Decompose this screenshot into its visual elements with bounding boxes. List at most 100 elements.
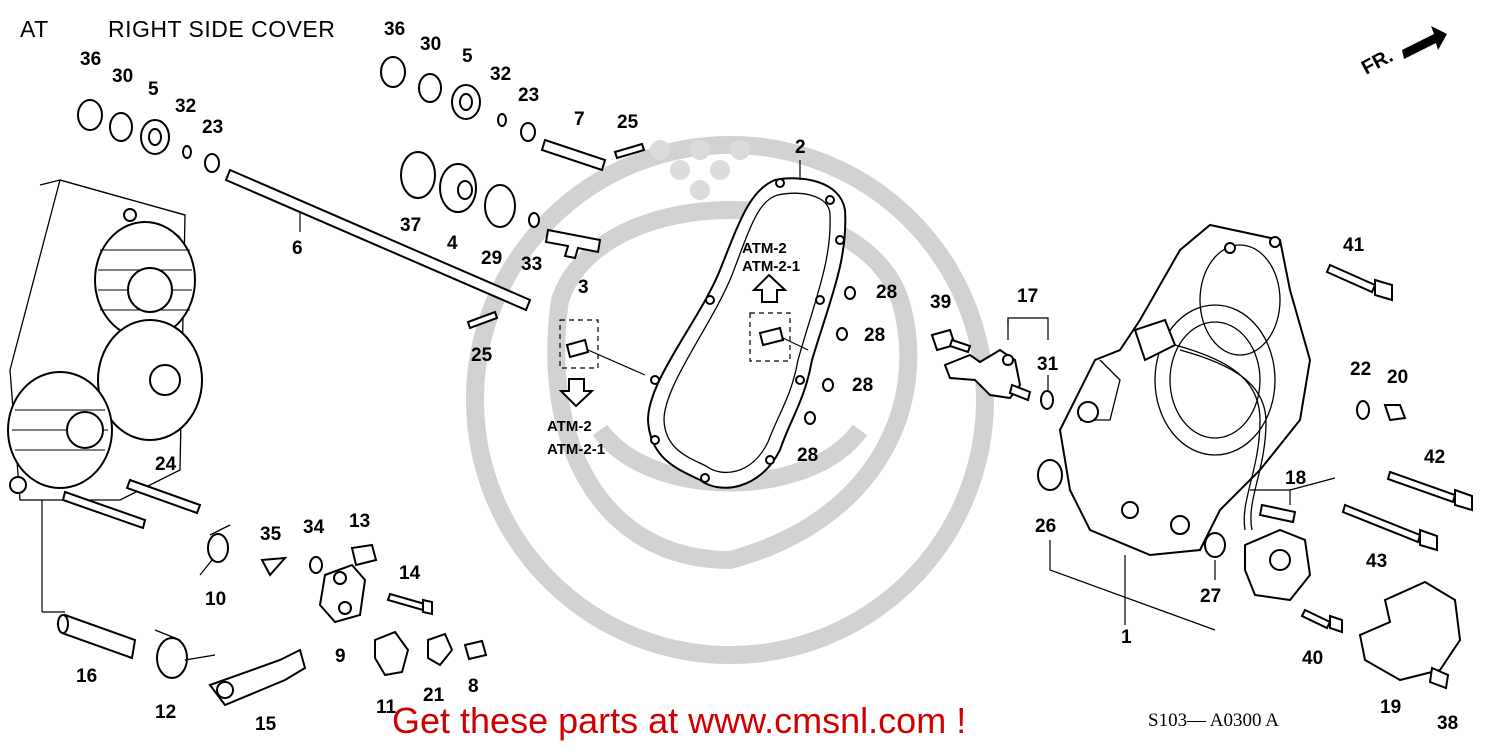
callout-8: 8	[468, 676, 479, 697]
atm-labels-upper: ATM-2 ATM-2-1	[742, 240, 800, 275]
callout-30b: 30	[420, 34, 441, 55]
part-bearing-5-mid	[451, 84, 481, 120]
callout-25a: 25	[617, 112, 639, 133]
callout-26: 26	[1035, 516, 1056, 537]
callout-20: 20	[1387, 367, 1408, 388]
part-sensor-17	[943, 348, 1032, 402]
part-spring-35	[260, 556, 288, 577]
diagram-title: RIGHT SIDE COVER	[108, 16, 336, 42]
callout-24: 24	[155, 454, 177, 475]
part-plate-3	[544, 228, 602, 260]
part-pulser-sensor	[1244, 528, 1312, 602]
diagram-reference-code: S103— A0300 A	[1148, 710, 1279, 731]
dowel-pin-right	[749, 273, 809, 362]
callout-34: 34	[303, 517, 325, 538]
part-snap-ring-36-mid	[380, 56, 406, 88]
callout-39: 39	[930, 292, 951, 313]
callout-10: 10	[205, 589, 226, 610]
callout-15: 15	[255, 714, 277, 735]
callout-36a: 36	[80, 49, 101, 70]
part-snap-ring-36-left	[77, 99, 103, 131]
part-washer-22	[1356, 400, 1370, 420]
callout-numbers: 36 30 5 32 23 36 30 5 32 23 7 25 2 6 37 …	[76, 19, 1458, 735]
part-lever-9	[318, 563, 367, 624]
callout-14: 14	[399, 563, 421, 584]
part-bolt-8	[463, 639, 488, 661]
callout-33: 33	[521, 254, 542, 275]
callout-36b: 36	[384, 19, 405, 40]
part-bolt-20	[1383, 404, 1407, 422]
part-washer-34	[309, 556, 323, 574]
callout-27: 27	[1200, 586, 1221, 607]
part-snap-ring-37	[400, 151, 436, 199]
part-washer-28-b	[836, 327, 848, 341]
transmission-case	[7, 179, 203, 501]
part-washer-32-left	[182, 145, 192, 159]
callout-6: 6	[292, 238, 303, 259]
part-o-ring-29	[484, 184, 516, 228]
callout-5a: 5	[148, 79, 159, 100]
part-washer-28-c	[822, 378, 834, 392]
diagram-code: AT	[20, 16, 49, 42]
callout-23a: 23	[202, 117, 223, 138]
callout-9: 9	[335, 646, 346, 667]
callout-3: 3	[578, 277, 589, 298]
callout-40: 40	[1302, 648, 1323, 669]
callout-5b: 5	[462, 46, 473, 67]
part-o-ring-31	[1040, 390, 1054, 410]
part-collar-23-mid	[520, 122, 536, 142]
part-bolt-14	[386, 592, 433, 616]
part-gasket-2	[646, 177, 847, 489]
callout-21: 21	[423, 685, 445, 706]
front-direction-arrow-icon	[1402, 26, 1447, 59]
part-stopper-11	[374, 630, 410, 677]
callout-25b: 25	[471, 345, 493, 366]
callout-28c: 28	[852, 375, 873, 396]
callout-18: 18	[1285, 468, 1306, 489]
atm-label-lower-2: ATM-2-1	[547, 441, 605, 458]
leader-lines	[41, 160, 1336, 631]
callout-32a: 32	[175, 96, 196, 117]
callout-37: 37	[400, 215, 421, 236]
atm-label-upper-2: ATM-2-1	[742, 258, 800, 275]
callout-30a: 30	[112, 66, 133, 87]
part-collar-23-left	[204, 153, 220, 173]
part-pin-25-lower	[466, 310, 499, 330]
callout-2: 2	[795, 137, 806, 158]
callout-29: 29	[481, 248, 502, 269]
part-right-side-cover-1	[1058, 223, 1312, 557]
part-bolt-41	[1325, 263, 1393, 302]
part-shift-shaft	[61, 490, 147, 530]
callout-1: 1	[1121, 627, 1132, 648]
part-bearing-27	[1204, 532, 1226, 558]
part-shaft-16	[57, 613, 137, 660]
callout-16: 16	[76, 666, 97, 687]
part-bolt-43	[1341, 503, 1438, 552]
callout-22: 22	[1350, 359, 1371, 380]
part-plate-21	[427, 632, 454, 667]
part-washer-28-d	[804, 411, 816, 425]
part-washer-30-mid	[418, 73, 442, 103]
callout-4: 4	[447, 233, 458, 254]
atm-label-upper-1: ATM-2	[742, 240, 787, 257]
callout-19: 19	[1380, 697, 1401, 718]
callout-35: 35	[260, 524, 282, 545]
part-shaft-6	[224, 168, 532, 312]
promo-text[interactable]: Get these parts at www.cmsnl.com !	[392, 700, 967, 741]
atm-labels-lower: ATM-2 ATM-2-1	[547, 418, 605, 458]
callout-12: 12	[155, 702, 176, 723]
part-bearing-26	[1037, 459, 1063, 491]
part-lever-15	[208, 648, 307, 707]
callout-7: 7	[574, 109, 585, 130]
part-washer-30-left	[109, 112, 133, 142]
part-bolt-38	[1428, 666, 1450, 690]
part-washer-28-a	[844, 286, 856, 300]
callout-23b: 23	[518, 85, 539, 106]
callout-13: 13	[349, 511, 370, 532]
callout-11: 11	[376, 697, 397, 718]
callout-42: 42	[1424, 447, 1445, 468]
part-bolt-39	[930, 328, 972, 354]
part-shaft-7	[540, 138, 607, 172]
part-pin-25-upper	[613, 142, 646, 160]
